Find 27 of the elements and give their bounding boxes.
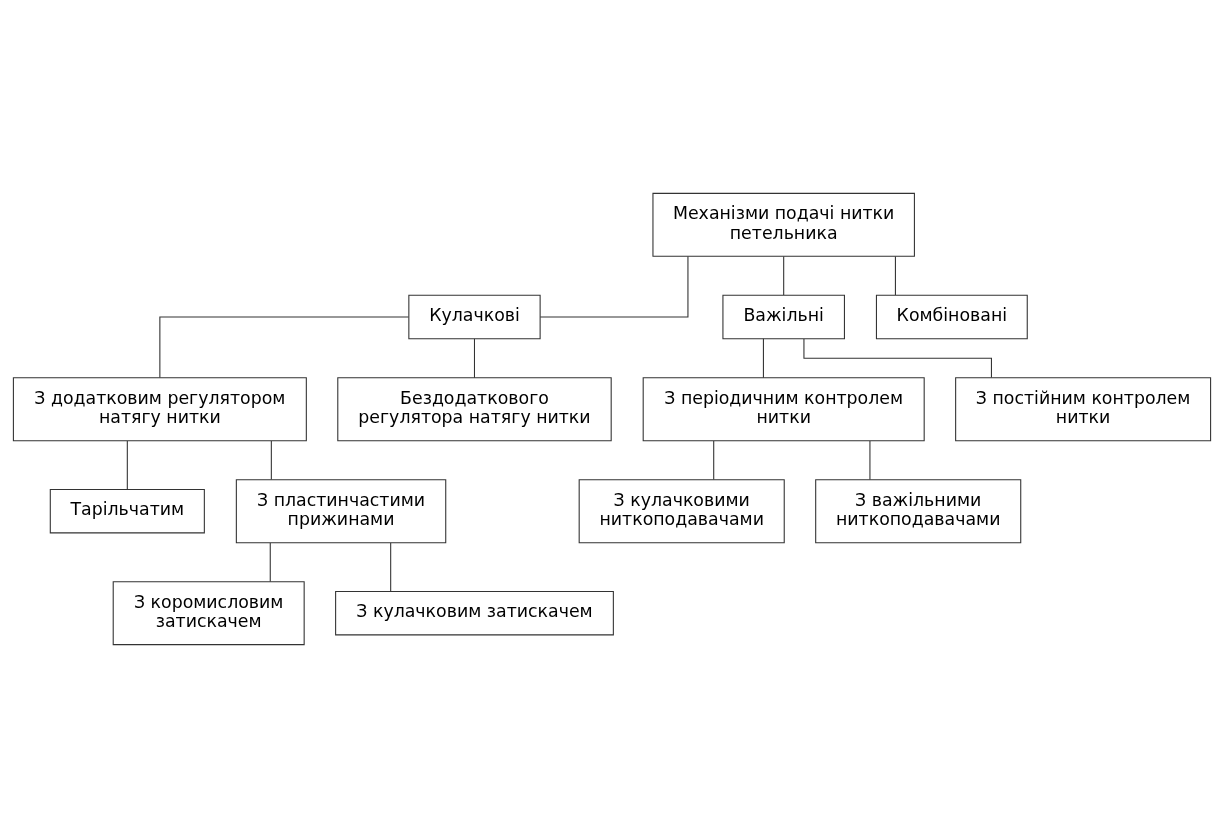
connector	[126, 440, 128, 490]
node-box: З постійним контролем нитки	[955, 377, 1212, 442]
connector	[803, 338, 992, 379]
connector	[270, 440, 272, 481]
node-box: З важільними ниткоподавачами	[815, 479, 1022, 544]
node-box: Тарільчатим	[49, 488, 205, 534]
node-box: Важільні	[722, 294, 845, 340]
connector	[713, 440, 715, 481]
node-box: З додатковим регулятором натягу нитки	[12, 377, 307, 442]
connector	[894, 256, 896, 296]
node-box: Механізми подачі нитки петельника	[652, 192, 915, 257]
node-box: Кулачкові	[408, 294, 541, 340]
connector	[539, 256, 689, 318]
node-box: З пластинчастими прижинами	[235, 479, 447, 544]
connector	[269, 542, 271, 583]
node-box: Бездодаткового регулятора натягу нитки	[337, 377, 612, 442]
connector	[159, 316, 410, 379]
node-box: З періодичним контролем нитки	[642, 377, 925, 442]
connector	[473, 338, 476, 379]
node-box: З кулачковим затискачем	[335, 590, 614, 636]
connector	[762, 338, 764, 379]
node-box: Комбіновані	[875, 294, 1028, 340]
node-box: З кулачковими ниткоподавачами	[578, 479, 785, 544]
connector	[783, 256, 785, 296]
connector	[869, 440, 871, 481]
node-box: З коромисловим затискачем	[112, 581, 305, 646]
connector	[390, 542, 392, 592]
